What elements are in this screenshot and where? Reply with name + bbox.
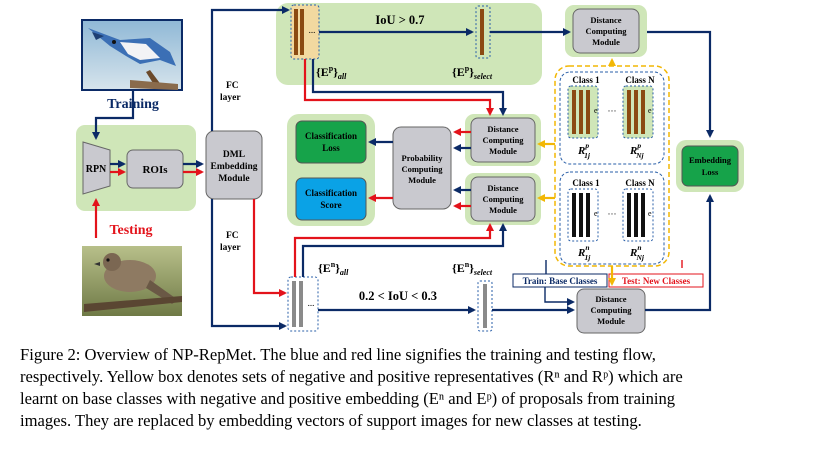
dist-top-l1: Distance [590,15,621,25]
cls-loss-l1: Classification [305,131,357,141]
training-image [81,19,183,91]
caption-line-2: respectively. Yellow box denotes sets of… [20,367,683,386]
classification-score [295,177,367,221]
prob-l3: Module [408,175,436,185]
dml-embedding-module [205,130,263,200]
emb-loss-l1: Embedding [689,155,732,165]
neg-class1: Class 1 [572,178,600,188]
prob-l1: Probability [402,153,444,163]
dist-p-l3: Module [489,146,517,156]
dist-top-l2: Computing [585,26,627,36]
dml-label-2: Embedding [211,162,258,172]
rois-block [126,149,184,189]
cls-score-l2: Score [320,200,341,210]
distance-module-negative [470,176,536,222]
pos-classN: Class N [625,75,655,85]
dist-n-l3: Module [489,205,517,215]
architecture-diagram: Training Testing RPN ROIs DML Embedding … [76,3,744,334]
pos-dots: ··· [608,106,617,116]
svg-text:e: e [594,106,598,115]
fc-label-top-2: layer [220,93,241,103]
svg-text:...: ... [309,25,316,35]
fc-label-top-1: FC [226,81,239,91]
prob-l2: Computing [401,164,443,174]
caption-line-4: images. They are replaced by embedding v… [20,411,642,430]
dist-p-l2: Computing [482,135,524,145]
iou-negative-label: 0.2 < IoU < 0.3 [359,289,437,303]
dist-n-l1: Distance [487,183,518,193]
ep-all-label: {Ep}all [316,64,347,81]
positive-representatives [559,71,665,165]
dist-top-l3: Module [592,37,620,47]
emb-loss-l2: Loss [702,167,719,177]
train-base-classes-tag [512,273,608,288]
en-select-label: {En}select [452,260,493,277]
svg-text:...: ... [308,298,315,308]
train-tag-label: Train: Base Classes [523,276,598,286]
test-tag-label: Test: New Classes [622,276,691,286]
distance-module-top [572,8,640,54]
rpn-label: RPN [86,164,107,175]
cls-loss-l2: Loss [322,143,340,153]
dml-label-1: DML [223,150,245,160]
distance-module-positive [470,117,536,163]
dist-p-l1: Distance [487,124,518,134]
cls-score-l1: Classification [305,188,357,198]
ep-all-stack: ... [290,4,320,60]
dist-b-l1: Distance [595,294,626,304]
caption-line-1: Figure 2: Overview of NP-RepMet. The blu… [20,345,656,364]
dist-n-l2: Computing [482,194,524,204]
svg-text:e: e [648,106,652,115]
dml-label-3: Module [218,174,249,184]
caption-line-3: learnt on base classes with negative and… [20,389,676,408]
svg-text:e: e [648,209,652,218]
iou-positive-label: IoU > 0.7 [375,13,424,27]
dist-b-l2: Computing [590,305,632,315]
testing-label: Testing [109,223,152,238]
negative-representatives [559,171,665,265]
neg-rep-class1: e [567,188,599,242]
pos-rep-classN: e [622,85,654,139]
fc-label-bottom-1: FC [226,231,239,241]
fc-label-bottom-2: layer [220,243,241,253]
flow-arrows [92,6,714,330]
testing-image [82,246,182,316]
neg-classN: Class N [625,178,655,188]
figure-caption: Figure 2: Overview of NP-RepMet. The blu… [20,344,820,432]
en-select-stack [477,280,493,332]
rois-label: ROIs [142,164,168,176]
svg-text:e: e [594,209,598,218]
ep-select-label: {Ep}select [452,64,493,81]
pos-class1: Class 1 [572,75,600,85]
representative-flow-arrows [537,58,616,286]
en-all-label: {En}all [318,260,349,277]
rpn-block [82,141,111,195]
dist-b-l3: Module [597,316,625,326]
embedding-loss [681,145,739,187]
classification-loss [295,120,367,164]
neg-rep-classN: e [622,188,654,242]
en-all-stack: ... [287,276,319,332]
ep-select-stack [475,5,491,59]
pos-rep-class1: e [567,85,599,139]
probability-module [392,126,452,210]
neg-dots: ··· [608,209,617,219]
